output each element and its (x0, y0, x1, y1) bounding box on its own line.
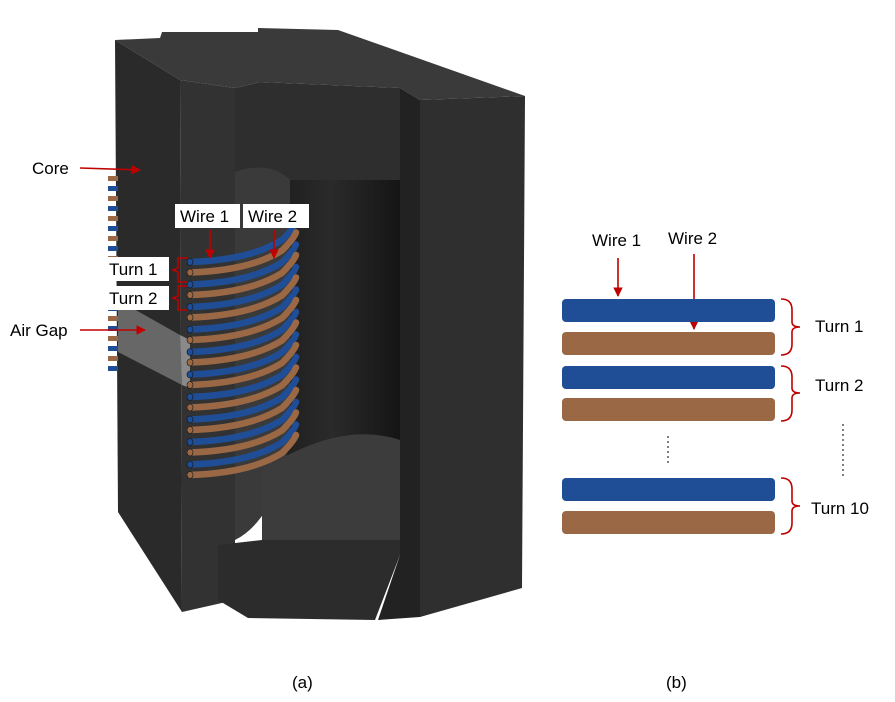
bracket-turn2-a (170, 285, 188, 311)
wire2-bar-turn2 (562, 398, 775, 421)
core-right-outer-face (420, 96, 525, 617)
winding-wire2-end (186, 336, 194, 344)
winding-wire1-end (186, 258, 194, 266)
winding-wire1-end (186, 280, 194, 289)
winding-wire2-end (186, 381, 194, 389)
brace-turn1 (780, 298, 801, 356)
label-box-wire2-a (243, 204, 309, 228)
winding-wire2-end (186, 403, 194, 412)
label-turn2-b: Turn 2 (815, 376, 864, 395)
winding-wire1-end (186, 415, 194, 424)
core-right-leg (378, 88, 420, 620)
core-window-floor (262, 434, 400, 540)
wire2-bar-turn1 (562, 332, 775, 355)
winding-wire2-end (186, 426, 194, 434)
label-turn1-a: Turn 1 (109, 260, 158, 279)
label-wire2-b: Wire 2 (668, 229, 717, 248)
winding-wire1-end (186, 460, 194, 469)
winding-wire2-end (186, 358, 194, 367)
label-wire1-a: Wire 1 (180, 207, 229, 226)
winding-wire2-turn (186, 409, 300, 456)
caption-a: (a) (292, 673, 313, 692)
figure-a-callouts: Core Air Gap Wire 1 Wire 2 Turn 1 Turn 2… (10, 159, 313, 692)
brace-turn10 (780, 477, 801, 535)
winding-wire1-end (186, 348, 194, 356)
winding-wire2-turn (186, 229, 300, 276)
winding-wire2-end (186, 291, 194, 299)
label-box-wire1-a (175, 204, 240, 228)
winding-wire1-turn (186, 286, 300, 333)
bracket-turn1-a (170, 257, 188, 283)
label-turn1-b: Turn 1 (815, 317, 864, 336)
label-box-turn2-a (105, 286, 169, 310)
winding-wire2-turn (186, 386, 300, 434)
label-air-gap: Air Gap (10, 321, 68, 340)
winding-wire1-end (186, 393, 194, 401)
winding-wire1-end (186, 370, 194, 379)
winding-wire2-turn (186, 364, 300, 411)
label-box-turn1-a (105, 257, 169, 281)
winding-wire2-end (186, 268, 194, 277)
winding-wire1-turn (186, 353, 300, 401)
arrow-core (79, 164, 141, 175)
winding-wire1-turn (186, 376, 300, 423)
winding-wire1-end (186, 325, 194, 334)
air-gap-band (118, 300, 182, 385)
winding-wire1-end (186, 438, 194, 446)
wire1-bar-turn10 (562, 478, 775, 501)
wire2-bar-turn10 (562, 511, 775, 534)
winding-wire2-turn (186, 251, 300, 299)
winding-wire2-turn (186, 274, 300, 321)
winding-wire2-end (186, 471, 194, 479)
label-core: Core (32, 159, 69, 178)
figure-b-schematic: Wire 1 Wire 2 Turn 1 Turn 2 Turn 10 (b) (562, 229, 869, 692)
winding-wire1-turn (186, 308, 300, 356)
winding-wire1-turn (186, 241, 300, 288)
core-bottom-bar (218, 540, 400, 620)
core-top-bar (235, 82, 400, 180)
winding-wire2-turn (186, 296, 300, 344)
core-top-face (115, 28, 525, 100)
label-turn2-a: Turn 2 (109, 289, 158, 308)
winding-wire1-turn (186, 263, 300, 311)
winding-wire1-turn (186, 421, 300, 468)
wire1-bar-turn1 (562, 299, 775, 322)
core-3d-illustration (108, 28, 525, 620)
winding-wire1-turn (186, 398, 300, 446)
winding-wire2-turn (186, 341, 300, 389)
label-wire1-b: Wire 1 (592, 231, 641, 250)
label-wire2-a: Wire 2 (248, 207, 297, 226)
winding-wire2-turn (186, 319, 300, 366)
brace-turn2 (780, 365, 801, 422)
caption-b: (b) (666, 673, 687, 692)
winding-arcs (186, 218, 300, 479)
winding-wire2-end (186, 448, 194, 457)
winding-wire2-end (186, 313, 194, 322)
label-turn10-b: Turn 10 (811, 499, 869, 518)
winding-wire1-turn (186, 331, 300, 378)
winding-wire2-turn (186, 431, 300, 479)
wire1-bar-turn2 (562, 366, 775, 389)
winding-wire1-end (186, 303, 194, 311)
